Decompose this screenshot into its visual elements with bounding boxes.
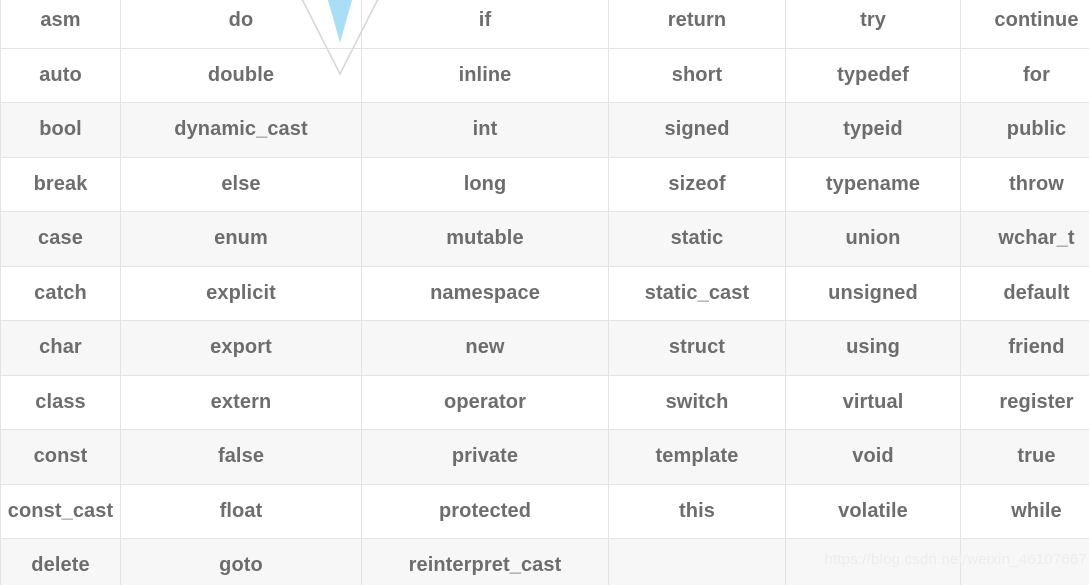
keyword-cell: sizeof	[608, 156, 786, 212]
keyword-cell: friend	[960, 320, 1089, 376]
keyword-cell: asm	[0, 0, 121, 49]
keyword-cell: while	[960, 483, 1089, 539]
keyword-cell: struct	[608, 320, 786, 376]
keyword-cell: return	[608, 0, 786, 49]
empty-cell	[608, 538, 786, 585]
keyword-cell: inline	[361, 47, 609, 103]
keyword-cell: register	[960, 374, 1089, 430]
keyword-cell: try	[785, 0, 961, 49]
keyword-cell: false	[120, 429, 362, 485]
keyword-cell: template	[608, 429, 786, 485]
keyword-cell: short	[608, 47, 786, 103]
keyword-cell: volatile	[785, 483, 961, 539]
keyword-cell: throw	[960, 156, 1089, 212]
keyword-cell: int	[361, 102, 609, 158]
keyword-cell: enum	[120, 211, 362, 267]
empty-cell	[960, 538, 1089, 585]
keyword-cell: public	[960, 102, 1089, 158]
keyword-cell: dynamic_cast	[120, 102, 362, 158]
keyword-cell: protected	[361, 483, 609, 539]
keyword-cell: reinterpret_cast	[361, 538, 609, 585]
keyword-cell: this	[608, 483, 786, 539]
keyword-cell: default	[960, 265, 1089, 321]
keyword-cell: export	[120, 320, 362, 376]
keyword-cell: true	[960, 429, 1089, 485]
keyword-cell: unsigned	[785, 265, 961, 321]
keyword-cell: extern	[120, 374, 362, 430]
keyword-cell: const_cast	[0, 483, 121, 539]
keyword-cell: namespace	[361, 265, 609, 321]
keyword-cell: do	[120, 0, 362, 49]
keyword-cell: catch	[0, 265, 121, 321]
keyword-cell: typedef	[785, 47, 961, 103]
keyword-cell: static	[608, 211, 786, 267]
keyword-cell: private	[361, 429, 609, 485]
keyword-cell: signed	[608, 102, 786, 158]
keyword-cell: typename	[785, 156, 961, 212]
keyword-cell: case	[0, 211, 121, 267]
keyword-cell: wchar_t	[960, 211, 1089, 267]
keyword-cell: void	[785, 429, 961, 485]
keyword-cell: goto	[120, 538, 362, 585]
keyword-cell: for	[960, 47, 1089, 103]
keyword-cell: auto	[0, 47, 121, 103]
keyword-cell: float	[120, 483, 362, 539]
keyword-cell: new	[361, 320, 609, 376]
keyword-cell: continue	[960, 0, 1089, 49]
keyword-cell: mutable	[361, 211, 609, 267]
keyword-cell: delete	[0, 538, 121, 585]
keyword-cell: union	[785, 211, 961, 267]
keyword-cell: long	[361, 156, 609, 212]
keyword-cell: const	[0, 429, 121, 485]
keyword-cell: break	[0, 156, 121, 212]
keyword-cell: virtual	[785, 374, 961, 430]
keyword-cell: operator	[361, 374, 609, 430]
keyword-cell: double	[120, 47, 362, 103]
keyword-cell: typeid	[785, 102, 961, 158]
keyword-cell: char	[0, 320, 121, 376]
empty-cell	[785, 538, 961, 585]
keyword-cell: if	[361, 0, 609, 49]
keyword-cell: switch	[608, 374, 786, 430]
keyword-cell: class	[0, 374, 121, 430]
keyword-cell: else	[120, 156, 362, 212]
keyword-cell: static_cast	[608, 265, 786, 321]
keyword-cell: explicit	[120, 265, 362, 321]
keyword-cell: using	[785, 320, 961, 376]
keyword-cell: bool	[0, 102, 121, 158]
